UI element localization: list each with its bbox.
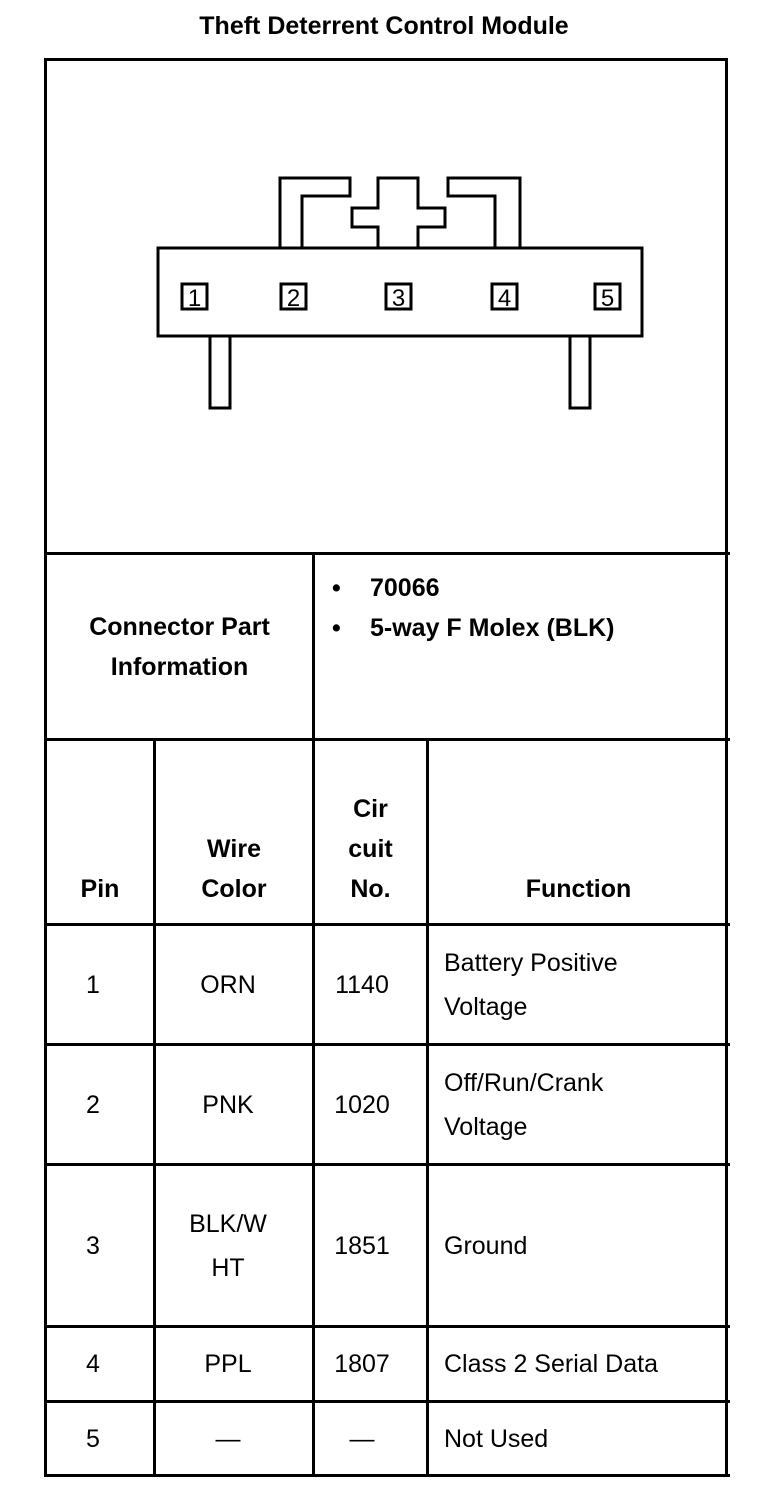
pin-label: 4 xyxy=(498,285,511,312)
header-wire-color-label: Wire Color xyxy=(201,835,267,903)
function-line: Off/Run/Crank xyxy=(444,1068,604,1097)
table-cell-pin: 5 xyxy=(86,1424,100,1453)
divider xyxy=(44,1325,730,1328)
pin-box xyxy=(593,282,622,311)
pin-label: 5 xyxy=(601,285,614,312)
part-number: 70066 xyxy=(370,574,440,602)
divider xyxy=(44,923,730,926)
pin-label: 3 xyxy=(392,285,405,312)
divider xyxy=(312,552,315,1476)
table-cell-function: Class 2 Serial Data xyxy=(444,1350,658,1378)
table-cell-pin: 1 xyxy=(86,970,100,999)
color-line: HT xyxy=(211,1253,245,1282)
connector-latch-left xyxy=(278,176,352,248)
divider xyxy=(44,552,730,555)
divider xyxy=(44,1163,730,1166)
pin-box xyxy=(279,282,308,311)
header-circuit-line: cuit xyxy=(348,835,393,863)
list-item: • 70066 xyxy=(332,568,614,608)
pin-box xyxy=(180,282,209,311)
part-info-label-cell: Connector Part Information xyxy=(47,555,312,738)
function-line: Voltage xyxy=(444,992,528,1021)
connector-leg-left xyxy=(208,336,232,410)
table-cell-function: Off/Run/Crank Voltage xyxy=(444,1046,724,1163)
divider xyxy=(153,738,156,1476)
table-cell-circuit: 1851 xyxy=(334,1231,390,1260)
connector-latch-right xyxy=(446,176,522,248)
connector-diagram: 1 2 3 4 5 xyxy=(156,176,644,410)
header-circuit-line: Cir xyxy=(353,795,388,823)
page-title: Theft Deterrent Control Module xyxy=(199,12,569,40)
color-line: BLK/W xyxy=(189,1209,267,1238)
table-cell-circuit: 1140 xyxy=(335,970,389,999)
table-cell-color: ORN xyxy=(200,970,256,999)
header-pin-label: Pin xyxy=(80,875,120,903)
table-cell-pin: 3 xyxy=(86,1231,100,1260)
list-item: • 5-way F Molex (BLK) xyxy=(332,608,614,648)
table-cell-circuit: 1807 xyxy=(334,1350,390,1378)
header-circuit: Cir cuit No. xyxy=(315,741,426,923)
divider xyxy=(44,1474,730,1477)
header-wire-color: Wire Color xyxy=(156,741,312,923)
divider xyxy=(426,738,429,1476)
header-function-label: Function xyxy=(525,875,632,903)
table-cell-color: PNK xyxy=(202,1090,254,1119)
connector-key xyxy=(350,176,447,248)
connector-type: 5-way F Molex (BLK) xyxy=(370,614,615,642)
part-info-list: • 70066 • 5-way F Molex (BLK) xyxy=(332,568,614,648)
pin-label: 1 xyxy=(188,285,201,312)
header-pin: Pin xyxy=(47,741,153,923)
bullet: • xyxy=(332,614,341,642)
pin-box xyxy=(384,282,413,311)
function-line: Voltage xyxy=(444,1112,528,1141)
header-function: Function xyxy=(429,741,728,923)
table-cell-color: PPL xyxy=(204,1350,252,1378)
table-cell-function: Battery Positive Voltage xyxy=(444,926,724,1043)
table-cell-function: Ground xyxy=(444,1231,528,1260)
pin-label: 2 xyxy=(287,285,300,312)
pin-box xyxy=(490,282,519,311)
divider xyxy=(44,738,730,741)
table-cell-function: Not Used xyxy=(444,1424,549,1453)
header-circuit-line: No. xyxy=(350,875,391,903)
connector-body xyxy=(156,246,644,338)
table-cell-circuit: 1020 xyxy=(334,1090,390,1119)
bullet: • xyxy=(332,574,341,602)
divider xyxy=(44,1043,730,1046)
divider xyxy=(44,1400,730,1403)
part-info-label: Connector Part Information xyxy=(89,612,270,681)
table-cell-color: — xyxy=(215,1424,241,1453)
function-line: Battery Positive xyxy=(444,948,618,977)
diagram-frame xyxy=(44,58,728,1476)
table-cell-pin: 4 xyxy=(86,1350,100,1378)
table-cell-pin: 2 xyxy=(86,1090,100,1119)
connector-leg-right xyxy=(568,336,592,410)
table-cell-circuit: — xyxy=(349,1424,375,1453)
table-cell-color: BLK/W HT xyxy=(156,1166,300,1325)
